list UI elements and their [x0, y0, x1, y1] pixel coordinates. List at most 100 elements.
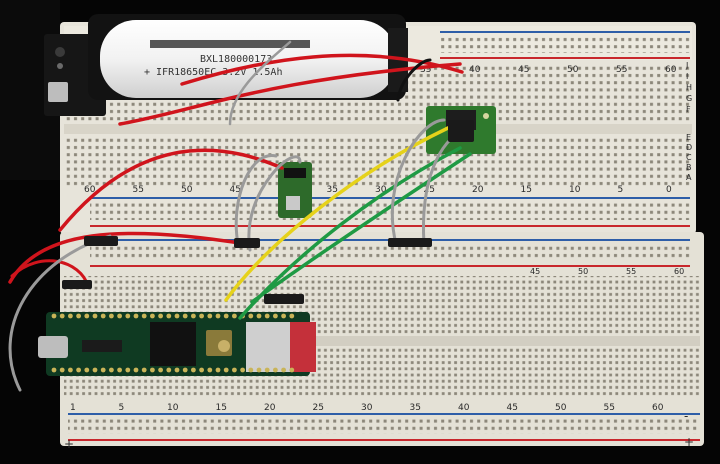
header-pin [289, 367, 295, 373]
header-pin [92, 367, 98, 373]
header-pin [232, 367, 237, 373]
row-letter: F [686, 105, 691, 114]
column-number: 50 [578, 267, 588, 276]
rail-minus-right: - [684, 409, 688, 423]
column-number: 45 [507, 403, 518, 413]
header-pin [76, 367, 81, 373]
row-letter: I [686, 72, 688, 81]
header-pin [117, 367, 122, 373]
column-number: 55 [133, 185, 144, 195]
sd-card-slot [246, 322, 294, 372]
rail-plus-left: + [64, 437, 74, 451]
header-pin [109, 367, 114, 373]
column-number: 30 [375, 185, 387, 195]
sd-card [290, 322, 316, 372]
header-pin [158, 313, 164, 319]
header-pin [100, 313, 106, 319]
header-pin [174, 313, 180, 319]
header-pin [141, 367, 147, 373]
row-letter: B [686, 163, 692, 172]
row-letter: C [686, 153, 692, 162]
header-pin [232, 313, 237, 319]
header-pin [199, 313, 205, 319]
sensor-board-center [278, 162, 312, 218]
rail-plus-right: + [684, 435, 694, 449]
header-pin [133, 367, 139, 373]
battery-serial: BXL180000173 [200, 54, 272, 65]
column-number: 60 [652, 403, 664, 413]
header-pin [100, 367, 106, 373]
header-pin [191, 313, 196, 319]
row-letter: G [686, 94, 692, 103]
microcontroller-board [38, 312, 316, 376]
column-number: 25 [424, 185, 435, 195]
header-pin [76, 313, 81, 319]
column-number: 20 [472, 185, 484, 195]
column-number: 1 [70, 403, 76, 413]
header-pin [68, 367, 73, 373]
header-pin [264, 367, 270, 373]
header-pin [51, 367, 57, 373]
header-pin [199, 367, 205, 373]
header-pin [273, 313, 278, 319]
header-pin [109, 313, 114, 319]
header-pin [133, 313, 139, 319]
header-pin [289, 313, 295, 319]
header-pin [273, 367, 278, 373]
header-pin [166, 367, 172, 373]
row-letter: H [686, 83, 692, 92]
header-pin [256, 313, 262, 319]
column-number: 60 [84, 185, 96, 195]
column-number: 45 [530, 267, 540, 276]
header-pin [264, 313, 270, 319]
column-number: 30 [361, 403, 373, 413]
wire-connectors [62, 120, 474, 304]
column-number: 5 [618, 185, 624, 195]
header-pin [150, 367, 155, 373]
header-pin [158, 367, 164, 373]
header-pin [281, 367, 286, 373]
header-pin [59, 313, 65, 319]
header-pin [191, 367, 196, 373]
row-letter: E [686, 133, 691, 142]
header-pin [59, 367, 65, 373]
column-number: 35 [410, 403, 421, 413]
header-pin [117, 313, 122, 319]
header-pin [174, 367, 180, 373]
header-pin [51, 313, 57, 319]
header-pin [150, 313, 155, 319]
column-number: 50 [555, 403, 567, 413]
column-number: 55 [616, 65, 627, 75]
header-pin [125, 313, 131, 319]
column-number: 40 [458, 403, 470, 413]
column-number: 50 [567, 65, 579, 75]
header-pin [248, 313, 254, 319]
column-number: 45 [518, 65, 529, 75]
header-pin [92, 313, 98, 319]
header-pin [84, 367, 90, 373]
row-letter: J [685, 61, 688, 70]
column-number: 45 [230, 185, 241, 195]
column-number: 15 [521, 185, 532, 195]
header-pin [240, 367, 246, 373]
row-letter: A [686, 173, 692, 182]
header-pin [182, 313, 188, 319]
row-letter: D [686, 143, 692, 152]
header-pin [256, 367, 262, 373]
header-pin [125, 367, 131, 373]
header-pin [166, 313, 172, 319]
column-number: 35 [327, 185, 338, 195]
column-number: 60 [665, 65, 677, 75]
column-number: 60 [674, 267, 684, 276]
battery-model: + IFR18650EC 3.2V 1.5Ah [144, 67, 282, 78]
header-pin [248, 367, 254, 373]
header-pin [223, 367, 229, 373]
header-pin [207, 313, 213, 319]
column-number: 20 [264, 403, 276, 413]
column-number: 15 [216, 403, 227, 413]
